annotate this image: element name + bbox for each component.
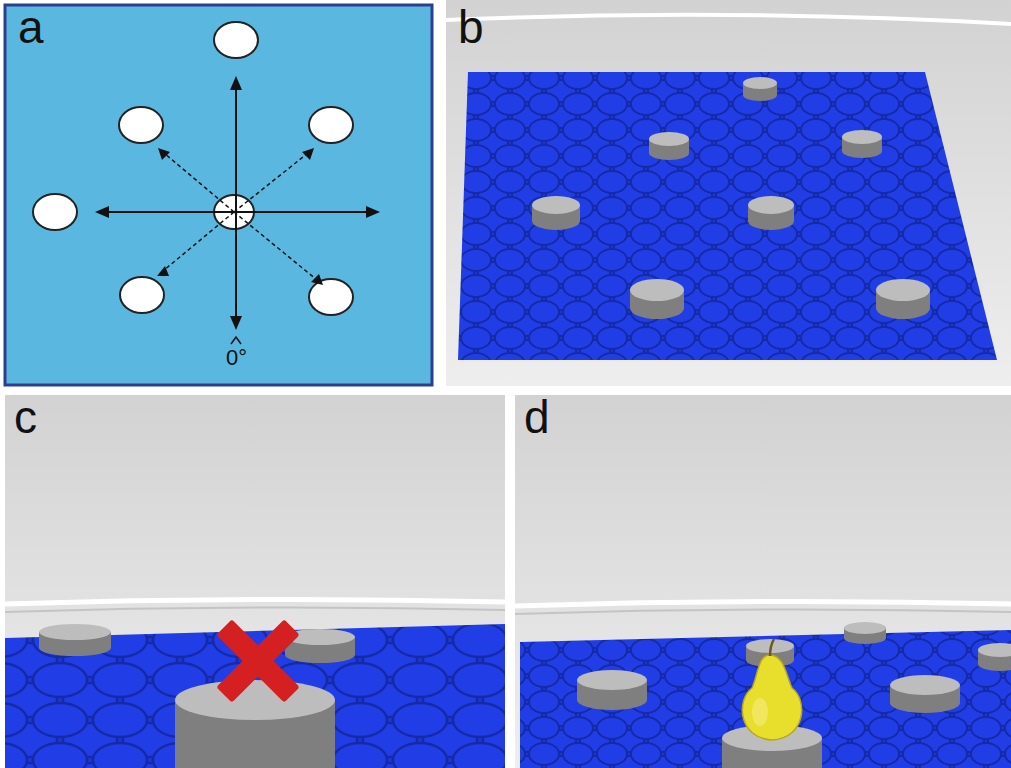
panel-letter: b — [458, 4, 484, 50]
panel-d — [515, 395, 1011, 768]
angle-label: 0° — [226, 347, 247, 369]
panel-letter: a — [18, 4, 44, 50]
platforms — [532, 77, 930, 319]
panel-letter: c — [14, 394, 37, 440]
panel-letter: d — [524, 394, 550, 440]
panel-b — [446, 0, 1011, 386]
panel-c — [5, 395, 505, 768]
panel-a — [5, 5, 432, 385]
pear — [742, 639, 801, 740]
red-cross — [216, 619, 299, 702]
